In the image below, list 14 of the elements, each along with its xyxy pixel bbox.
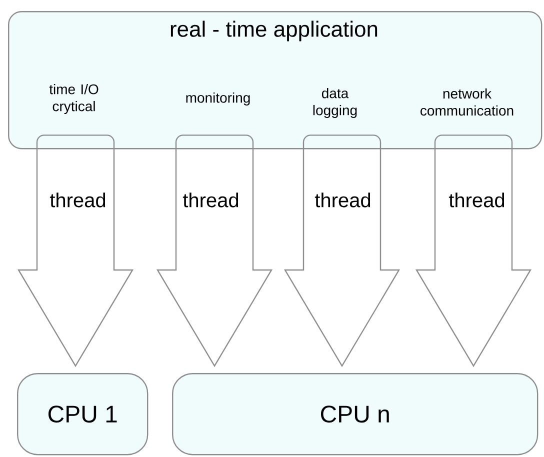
edge-label: thread [48,192,108,208]
edge-label: thread [448,192,506,208]
edge-label: thread [182,192,240,208]
block-arrow [416,134,532,367]
edge-label: thread [314,192,372,208]
task-label: network communication [420,88,514,116]
task-label: data logging [313,88,357,118]
task-label: time I/O crytical [49,84,98,114]
block-arrow [18,134,134,367]
cpu-box: CPU 1 [17,372,148,456]
block-arrow [284,134,400,367]
cpu-box: CPU n [172,372,538,456]
task-label: monitoring [186,92,250,106]
block-arrow [156,134,272,367]
